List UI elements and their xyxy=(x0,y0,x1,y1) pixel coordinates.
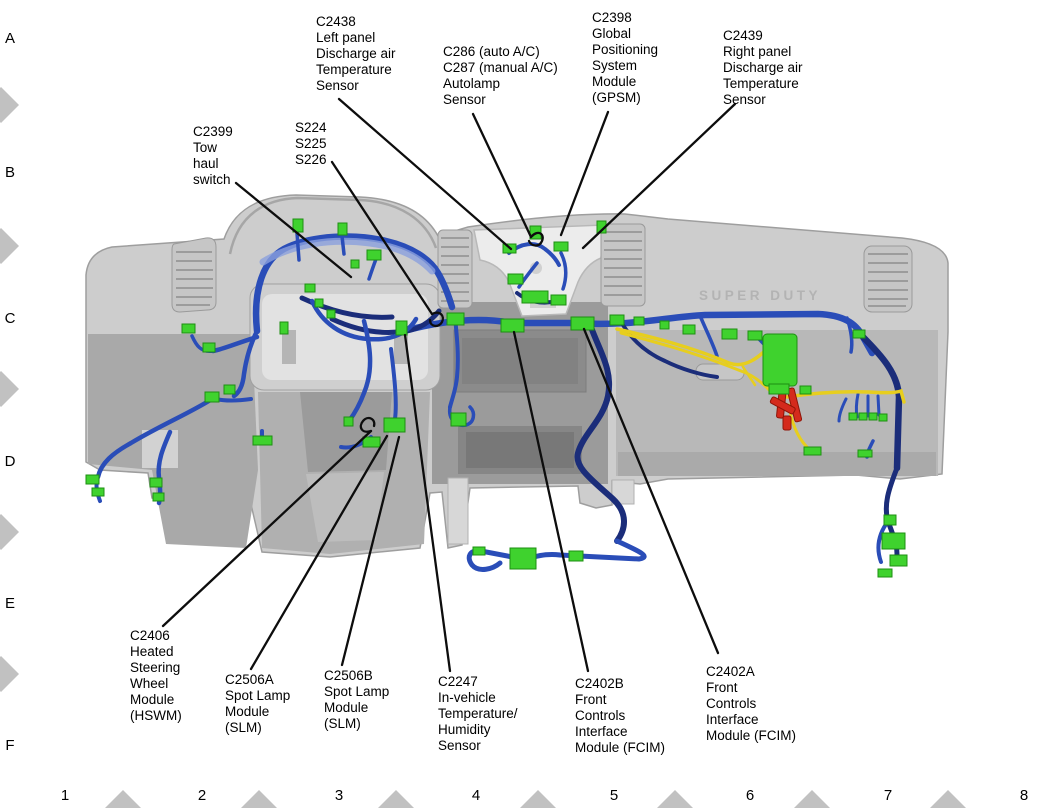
glove-lower-strip xyxy=(618,452,936,476)
leader-C2439 xyxy=(581,102,737,250)
center-right-vent xyxy=(600,223,646,307)
green-connectors xyxy=(85,218,908,578)
leader-C2247 xyxy=(403,333,452,673)
grid-row-label-D: D xyxy=(4,453,16,470)
super-duty-emblem: SUPER DUTY xyxy=(699,288,821,303)
callout-C2402A: C2402A Front Controls Interface Module (… xyxy=(706,664,797,743)
leader-S224-hook xyxy=(428,311,444,328)
red-connector xyxy=(769,385,803,431)
stack-bin-inner xyxy=(466,432,574,468)
leader-C2506A xyxy=(249,434,389,671)
callout-S224-S226: S224 S225 S226 xyxy=(295,120,327,167)
callout-C2506B: C2506B Spot Lamp Module (SLM) xyxy=(324,668,390,731)
callout-C2406: C2406 Heated Steering Wheel Module (HSWM… xyxy=(130,628,182,723)
callout-C2438: C2438 Left panel Discharge air Temperatu… xyxy=(316,14,396,93)
left-vent xyxy=(171,237,217,313)
right-vent xyxy=(863,245,913,313)
leader-C2402A xyxy=(582,327,720,655)
callout-C2506A: C2506A Spot Lamp Module (SLM) xyxy=(225,672,291,735)
glove-handle xyxy=(695,363,745,381)
floor-bracket-right xyxy=(611,479,635,505)
leader-C2438 xyxy=(337,97,513,251)
callout-C286-C287: C286 (auto A/C) C287 (manual A/C) Autola… xyxy=(443,44,558,107)
grid-col-label-8: 8 xyxy=(1019,787,1029,804)
grid-markers xyxy=(0,87,966,808)
column-inner xyxy=(300,392,392,472)
leader-C286-hook xyxy=(527,231,544,247)
leader-C2402B xyxy=(512,330,590,673)
grid-col-label-6: 6 xyxy=(745,787,755,804)
grid-row-label-E: E xyxy=(4,595,15,612)
leader-C2406 xyxy=(161,429,373,628)
grid-col-label-5: 5 xyxy=(609,787,619,804)
callout-C2402B: C2402B Front Controls Interface Module (… xyxy=(575,676,666,755)
grid-row-label-C: C xyxy=(4,310,16,327)
grid-col-label-7: 7 xyxy=(883,787,893,804)
grid-col-label-3: 3 xyxy=(334,787,344,804)
center-left-vent xyxy=(437,229,473,309)
callout-C2398: C2398 Global Positioning System Module (… xyxy=(592,10,659,105)
grid-row-label-A: A xyxy=(4,30,15,47)
grid-col-label-2: 2 xyxy=(197,787,207,804)
grid-row-label-B: B xyxy=(4,164,15,181)
leader-S224 xyxy=(330,160,434,316)
vent-louvers xyxy=(176,231,908,307)
grid-col-label-1: 1 xyxy=(60,787,70,804)
leader-C286 xyxy=(471,112,533,239)
green-module xyxy=(762,333,798,387)
grid-row-label-F: F xyxy=(5,737,15,754)
leader-C2406-hook xyxy=(359,416,376,433)
callout-C2399: C2399 Tow haul switch xyxy=(193,124,233,187)
leader-C2398 xyxy=(559,110,610,237)
grid-col-label-4: 4 xyxy=(471,787,481,804)
leader-C2506B xyxy=(340,435,401,667)
floor-bracket-left xyxy=(447,477,469,545)
cluster-bracket-left xyxy=(282,330,296,364)
gpsm-bracket-hole xyxy=(530,262,542,274)
callout-C2439: C2439 Right panel Discharge air Temperat… xyxy=(723,28,803,107)
leader-C2399 xyxy=(234,181,353,279)
callout-C2247: C2247 In-vehicle Temperature/ Humidity S… xyxy=(438,674,518,753)
leader-lines xyxy=(161,97,737,673)
cluster-hood-arc xyxy=(228,196,438,255)
